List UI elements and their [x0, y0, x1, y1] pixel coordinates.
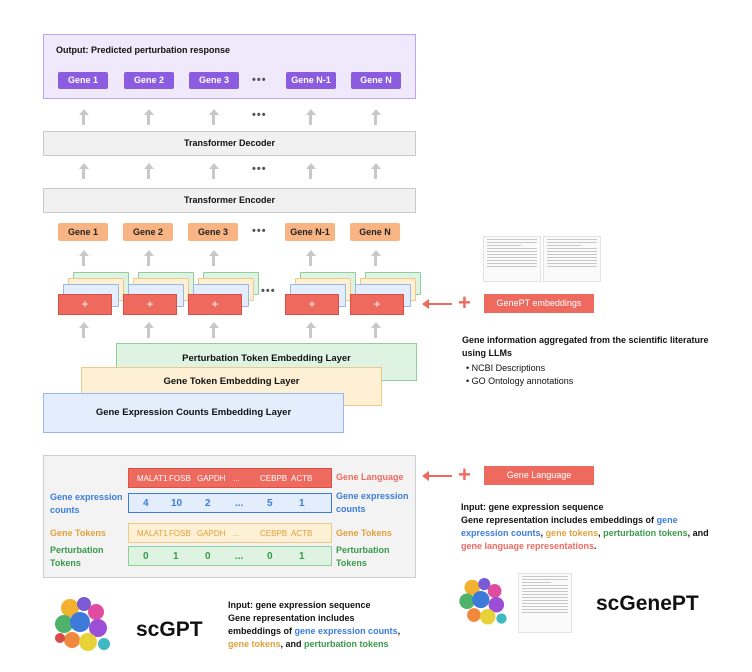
scgpt-description: Input: gene expression sequence Gene rep…	[228, 600, 401, 649]
right-label-expression: Gene expression counts	[336, 491, 409, 514]
scgenept-title: scGenePT	[596, 592, 699, 615]
stack-ellipsis: •••	[261, 285, 276, 297]
output-gene-n-1: Gene N-1	[286, 72, 336, 89]
output-title: Output: Predicted perturbation response	[56, 45, 231, 55]
input-gene-2: Gene 2	[123, 223, 173, 241]
right-label-tokens: Gene Tokens	[336, 528, 392, 538]
paper-thumbnail	[483, 236, 541, 282]
expression-row: 4 10 2 ... 5 1	[128, 493, 332, 513]
up-arrow-icon	[371, 109, 381, 125]
expression-embedding-layer: Gene Expression Counts Embedding Layer	[43, 393, 344, 433]
up-arrow-icon	[306, 250, 316, 266]
scgpt-title: scGPT	[136, 618, 203, 641]
bullet-item: • NCBI Descriptions	[466, 363, 546, 373]
up-arrow-icon	[209, 250, 219, 266]
bullet-item: • GO Ontology annotations	[466, 376, 574, 386]
up-arrow-icon	[209, 109, 219, 125]
output-gene-n: Gene N	[351, 72, 401, 89]
right-label-language: Gene Language	[336, 472, 404, 482]
input-panel: MALAT1 FOSB GAPDH ... CEBPB ACTB 4 10 2 …	[43, 455, 416, 578]
plus-icon: +	[285, 294, 339, 315]
gene-language-row: MALAT1 FOSB GAPDH ... CEBPB ACTB	[128, 468, 332, 488]
up-arrow-icon	[371, 250, 381, 266]
input-gene-3: Gene 3	[188, 223, 238, 241]
paper-thumbnail	[543, 236, 601, 282]
genept-info: Gene information aggregated from the sci…	[462, 335, 709, 358]
gene-tokens-row: MALAT1 FOSB GAPDH ... CEBPB ACTB	[128, 523, 332, 543]
left-label-expression: Gene expression counts	[50, 492, 123, 515]
input-gene-1: Gene 1	[58, 223, 108, 241]
up-arrow-icon	[144, 109, 154, 125]
plus-icon: +	[458, 290, 471, 315]
output-gene-3: Gene 3	[189, 72, 239, 89]
perturbation-row: 0 1 0 ... 0 1	[128, 546, 332, 566]
up-arrow-icon	[79, 163, 89, 179]
plus-icon: +	[188, 294, 242, 315]
input-ellipsis: •••	[252, 225, 267, 237]
up-arrow-icon	[306, 322, 316, 338]
output-gene-2: Gene 2	[124, 72, 174, 89]
genept-bullet-list: • NCBI Descriptions • GO Ontology annota…	[466, 362, 573, 388]
input-gene-n-1: Gene N-1	[285, 223, 335, 241]
plus-icon: +	[458, 462, 471, 487]
gene-language-label: Gene Language	[484, 466, 594, 485]
up-arrow-icon	[209, 322, 219, 338]
right-label-perturbation: Perturbation Tokens	[336, 545, 390, 568]
transformer-decoder: Transformer Decoder	[43, 131, 416, 156]
paper-thumbnail	[518, 573, 572, 633]
arrow-ellipsis: •••	[252, 163, 267, 175]
up-arrow-icon	[79, 322, 89, 338]
up-arrow-icon	[371, 163, 381, 179]
left-arrow-icon	[422, 299, 452, 309]
up-arrow-icon	[371, 322, 381, 338]
up-arrow-icon	[79, 109, 89, 125]
plus-icon: +	[350, 294, 404, 315]
transformer-encoder: Transformer Encoder	[43, 188, 416, 213]
up-arrow-icon	[79, 250, 89, 266]
output-box: Output: Predicted perturbation response …	[43, 34, 416, 99]
output-ellipsis: •••	[252, 74, 267, 86]
output-gene-1: Gene 1	[58, 72, 108, 89]
up-arrow-icon	[209, 163, 219, 179]
up-arrow-icon	[306, 163, 316, 179]
up-arrow-icon	[306, 109, 316, 125]
up-arrow-icon	[144, 250, 154, 266]
umap-cluster-image	[459, 578, 507, 625]
input-gene-n: Gene N	[350, 223, 400, 241]
umap-cluster-image	[55, 597, 110, 651]
scgenept-description: Input: gene expression sequence Gene rep…	[461, 502, 709, 551]
genept-embeddings-label: GenePT embeddings	[484, 294, 594, 313]
left-label-perturbation: Perturbation Tokens	[50, 545, 104, 568]
arrow-ellipsis: •••	[252, 109, 267, 121]
up-arrow-icon	[144, 163, 154, 179]
up-arrow-icon	[144, 322, 154, 338]
plus-icon: +	[123, 294, 177, 315]
left-label-tokens: Gene Tokens	[50, 528, 106, 538]
plus-icon: +	[58, 294, 112, 315]
left-arrow-icon	[422, 471, 452, 481]
